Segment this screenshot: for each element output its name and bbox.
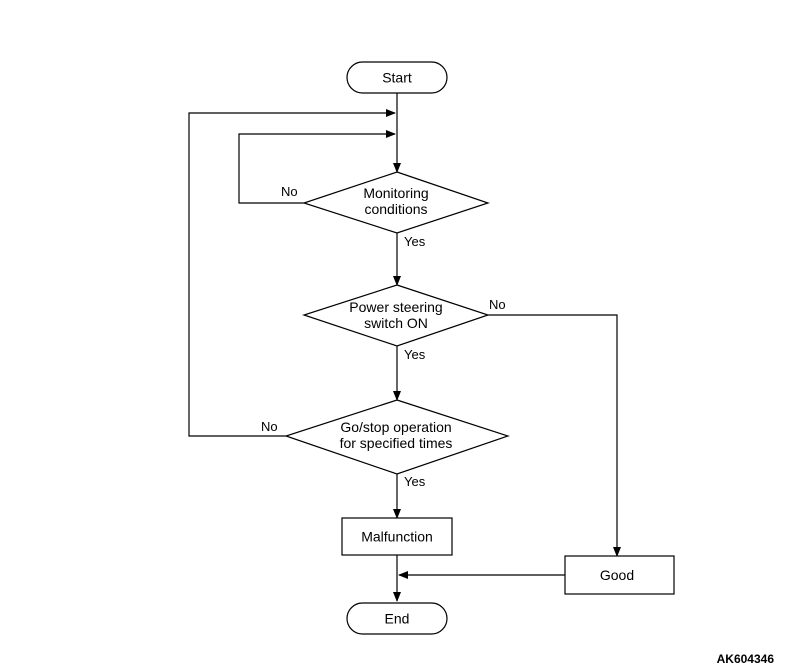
power-steering-no-label: No bbox=[489, 297, 506, 312]
malfunction-box bbox=[341, 517, 453, 556]
start-terminator bbox=[346, 61, 448, 94]
monitoring-yes-label: Yes bbox=[404, 234, 426, 249]
monitoring-label-line1: Monitoring bbox=[363, 185, 428, 201]
connectors bbox=[188, 93, 621, 602]
edge-labels: No Yes No Yes No Yes bbox=[261, 184, 506, 489]
power-steering-label-line1: Power steering bbox=[349, 299, 442, 315]
power-steering-decision: Power steering switch ON bbox=[302, 284, 490, 347]
go-stop-decision: Go/stop operation for specified times bbox=[284, 399, 510, 475]
go-stop-label-line1: Go/stop operation bbox=[340, 419, 451, 435]
monitoring-decision: Monitoring conditions bbox=[302, 171, 490, 234]
go-stop-diamond bbox=[284, 399, 510, 475]
good-box bbox=[564, 555, 675, 595]
go-stop-yes-label: Yes bbox=[404, 474, 426, 489]
start-node: Start bbox=[346, 61, 448, 94]
power-steering-label-line2: switch ON bbox=[364, 315, 428, 331]
end-node: End bbox=[346, 602, 448, 635]
figure-id: AK604346 bbox=[717, 652, 775, 666]
monitoring-no-label: No bbox=[281, 184, 298, 199]
monitoring-label-line2: conditions bbox=[364, 201, 427, 217]
malfunction-node: Malfunction bbox=[341, 517, 453, 556]
good-node: Good bbox=[564, 555, 675, 595]
end-terminator bbox=[346, 602, 448, 635]
end-label: End bbox=[385, 611, 410, 627]
malfunction-label: Malfunction bbox=[361, 529, 433, 545]
power-steering-yes-label: Yes bbox=[404, 347, 426, 362]
edge-monitoring-no-loop bbox=[238, 130, 396, 204]
start-label: Start bbox=[382, 70, 412, 86]
edge-go-stop-no-loop bbox=[188, 109, 396, 437]
go-stop-label-line2: for specified times bbox=[340, 435, 453, 451]
power-steering-diamond bbox=[302, 284, 490, 347]
edge-power-steering-no bbox=[488, 314, 621, 557]
monitoring-diamond bbox=[302, 171, 490, 234]
good-label: Good bbox=[600, 567, 634, 583]
go-stop-no-label: No bbox=[261, 419, 278, 434]
